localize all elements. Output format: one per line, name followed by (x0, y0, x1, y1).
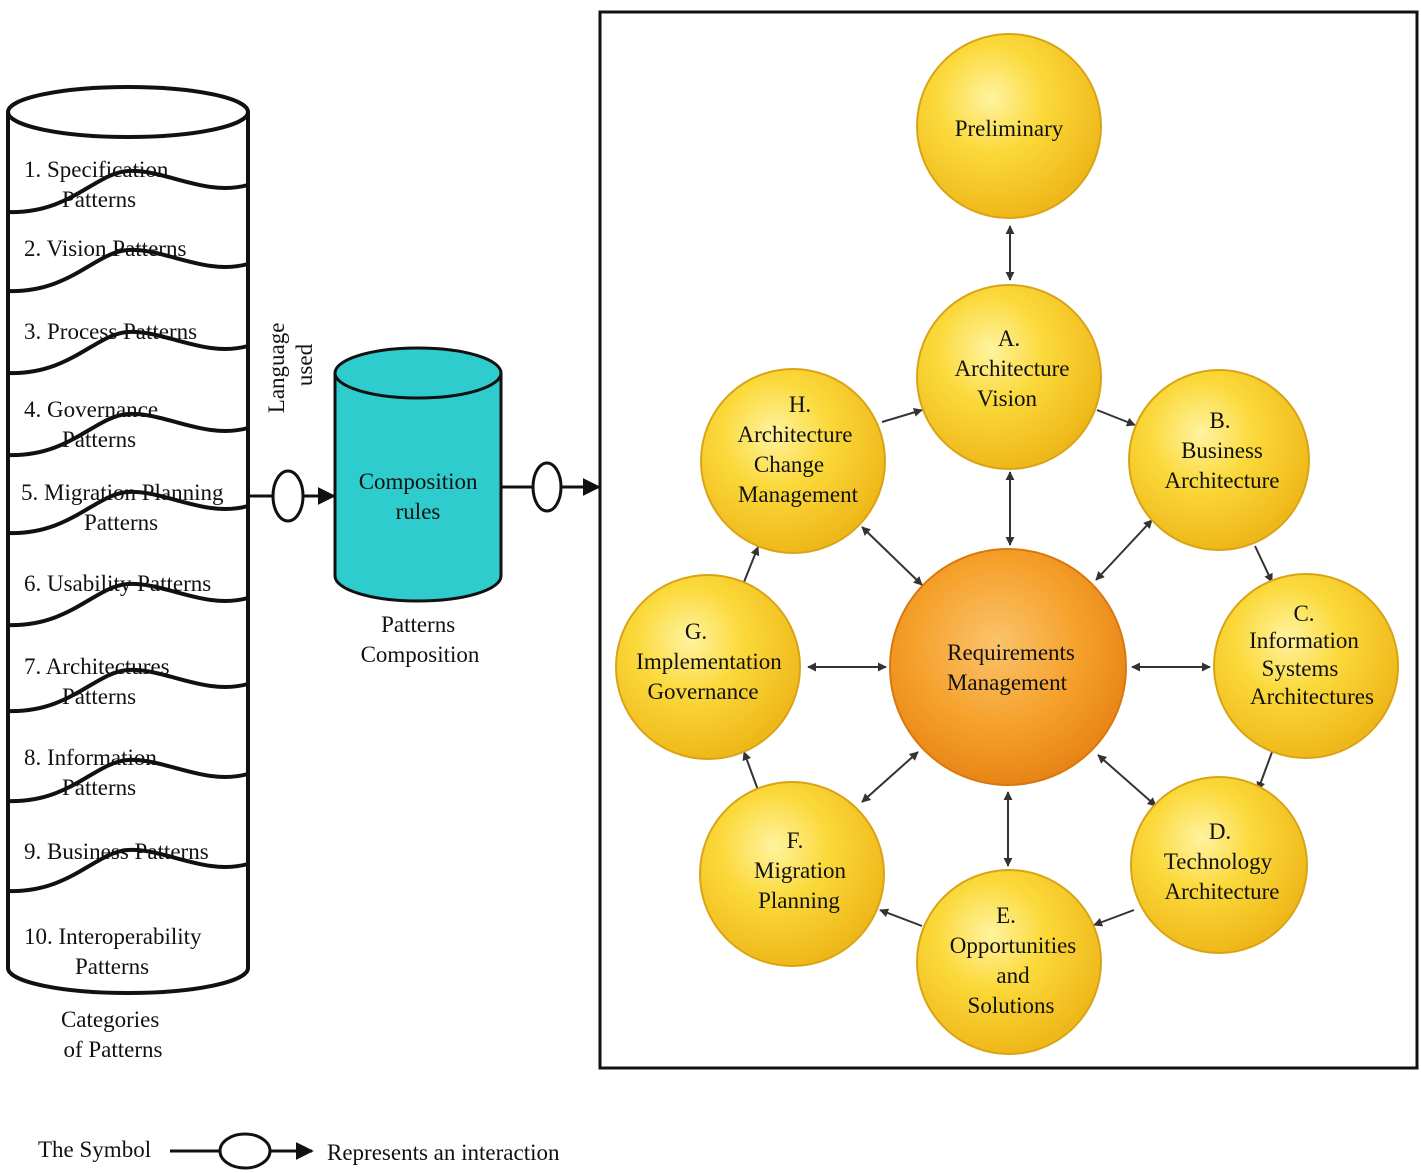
link-b-c (1254, 545, 1273, 583)
link-d-center (1097, 754, 1157, 807)
interaction-symbol-1 (250, 469, 336, 523)
stack-divider (7, 329, 249, 376)
node-label: Preliminary (955, 116, 1064, 141)
node-circle (916, 33, 1102, 219)
category-item-9: 9. Business Patterns (24, 839, 209, 864)
link-d-e (1093, 909, 1135, 927)
stack-divider (7, 757, 249, 804)
stack-divider (7, 667, 249, 714)
node-circle (1213, 573, 1399, 759)
composition-cylinder (333, 346, 503, 603)
stack-divider (7, 847, 249, 894)
node-circle (699, 781, 885, 967)
node-circle (916, 869, 1102, 1055)
link-f-g (742, 751, 759, 791)
legend-interaction-symbol (170, 1132, 314, 1170)
category-item-6: 6. Usability Patterns (24, 571, 211, 596)
categories-caption: Categories of Patterns (61, 1007, 165, 1062)
stack-divider (7, 168, 249, 215)
stack-divider (7, 489, 249, 536)
node-circle (1128, 369, 1310, 551)
node-circle (889, 548, 1127, 786)
legend-meaning: Represents an interaction (327, 1140, 560, 1165)
cycle-node-preliminary: Preliminary (916, 33, 1102, 219)
link-e-f (879, 908, 923, 927)
link-h-center (861, 526, 923, 586)
link-c-d (1256, 751, 1273, 791)
link-h-a (881, 408, 923, 423)
link-g-h (743, 546, 760, 583)
link-b-center (1095, 519, 1153, 581)
patterns-composition-caption: Patterns Composition (361, 612, 480, 667)
node-circle (916, 284, 1102, 470)
category-item-2: 2. Vision Patterns (24, 236, 186, 261)
node-circle (700, 368, 886, 554)
stack-divider (7, 581, 249, 628)
node-circle (1130, 776, 1308, 954)
link-f-center (861, 751, 919, 803)
link-a-b (1096, 409, 1136, 427)
composition-rules-label: Composition rules (359, 469, 484, 524)
legend-symbol-label: The Symbol (38, 1137, 151, 1162)
category-item-3: 3. Process Patterns (24, 319, 197, 344)
node-circle (615, 574, 801, 760)
stack-divider (7, 247, 249, 294)
interaction-symbol-2 (502, 461, 601, 513)
cycle-arrows (742, 225, 1273, 927)
language-used-label: Language used (264, 317, 317, 413)
stack-dividers (7, 168, 249, 894)
stack-divider (7, 411, 249, 458)
